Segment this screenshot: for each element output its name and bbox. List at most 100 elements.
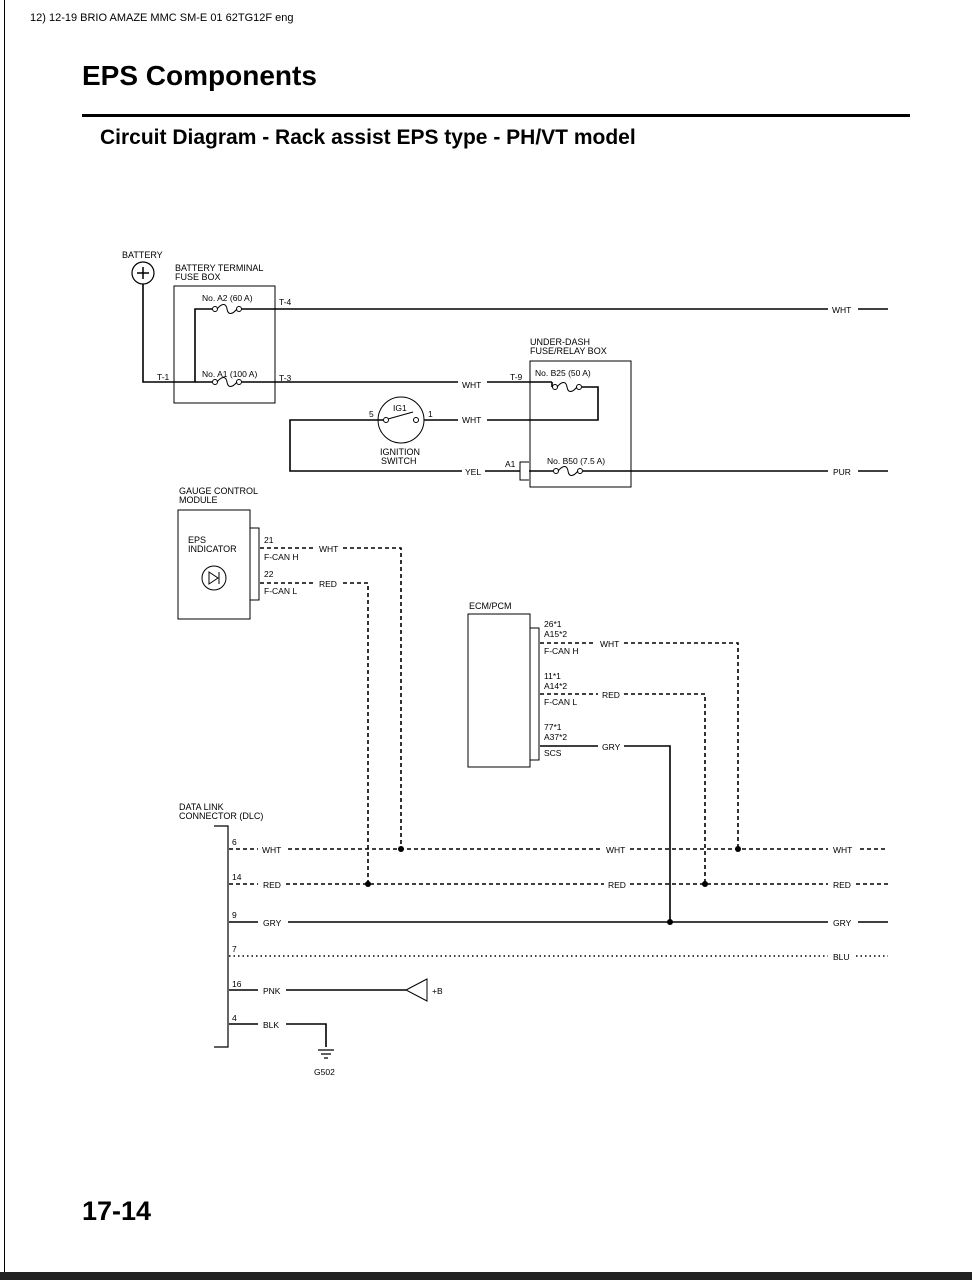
connector-a1 bbox=[519, 461, 529, 481]
fuse-b25-terminal-l bbox=[552, 384, 558, 390]
term-t4: T-4 bbox=[279, 297, 292, 307]
wire-dlc-blk-2 bbox=[286, 1023, 327, 1047]
wire-ig5-loop bbox=[289, 419, 462, 472]
dlc-connector bbox=[214, 825, 229, 1048]
fuse-b25-label: No. B25 (50 A) bbox=[535, 368, 591, 378]
dlc-pin-9: 9 bbox=[232, 910, 237, 920]
wire-label-yel: YEL bbox=[465, 467, 481, 477]
fuse-a1-terminal-l bbox=[212, 379, 218, 385]
fuse-b25-symbol bbox=[556, 382, 578, 392]
fuse-b25-terminal-r bbox=[576, 384, 582, 390]
splice-wht-gauge bbox=[398, 846, 404, 852]
wire-label-bus-red: RED bbox=[608, 880, 626, 890]
ignition-ig1: IG1 bbox=[393, 403, 407, 413]
wire-label-blk: BLK bbox=[263, 1020, 279, 1030]
wire-label-wht-ig1: WHT bbox=[462, 415, 481, 425]
dlc-pin-7: 7 bbox=[232, 944, 237, 954]
wire-label-pur: PUR bbox=[833, 467, 851, 477]
ecm-canl-signal: F-CAN L bbox=[544, 697, 577, 707]
fuse-box-bus bbox=[175, 308, 212, 383]
wire-label-wht-t3: WHT bbox=[462, 380, 481, 390]
dlc-pin-16: 16 bbox=[232, 979, 242, 989]
ecm-scs-pin1: 77*1 bbox=[544, 722, 562, 732]
fuse-b50-terminal-r bbox=[577, 468, 583, 474]
under-dash-box bbox=[529, 360, 632, 488]
wire-battery-to-t1 bbox=[142, 284, 175, 383]
fuse-a2-symbol bbox=[216, 304, 238, 314]
term-t9: T-9 bbox=[510, 372, 523, 382]
gauge-pin22: 22 bbox=[264, 569, 274, 579]
fuse-a2-label: No. A2 (60 A) bbox=[202, 293, 253, 303]
ecm-scs-signal: SCS bbox=[544, 748, 562, 758]
battery-fuse-box bbox=[173, 285, 276, 404]
splice-gry-ecm bbox=[667, 919, 673, 925]
section-subtitle: Circuit Diagram - Rack assist EPS type -… bbox=[100, 126, 636, 149]
ignition-label-1: IGNITION bbox=[380, 447, 420, 457]
dlc-label-1: DATA LINK bbox=[179, 802, 224, 812]
page-number: 17-14 bbox=[82, 1196, 152, 1226]
wire-label-bus-wht-end: WHT bbox=[833, 845, 852, 855]
page-border-left bbox=[4, 0, 5, 1280]
wire-label-pnk: PNK bbox=[263, 986, 281, 996]
wire-label-bus-wht: WHT bbox=[606, 845, 625, 855]
eps-indicator-label-1: EPS bbox=[188, 535, 206, 545]
wire-label-dlc-gry: GRY bbox=[263, 918, 282, 928]
wire-label-wht-top: WHT bbox=[832, 305, 851, 315]
wire-label-dlc-red: RED bbox=[263, 880, 281, 890]
dlc-pin-4: 4 bbox=[232, 1013, 237, 1023]
wire-label-ecm-wht: WHT bbox=[600, 639, 619, 649]
battery-fuse-box-label-2: FUSE BOX bbox=[175, 272, 221, 282]
ecm-canh-signal: F-CAN H bbox=[544, 646, 578, 656]
ecm-label: ECM/PCM bbox=[469, 601, 512, 611]
dlc-pin-14: 14 bbox=[232, 872, 242, 882]
fuse-a2-terminal-l bbox=[212, 306, 218, 312]
ecm-connector bbox=[530, 627, 540, 761]
splice-wht-ecm bbox=[735, 846, 741, 852]
ecm-canh-pin2: A15*2 bbox=[544, 629, 567, 639]
ignition-contact-1 bbox=[413, 417, 419, 423]
fuse-a1-symbol bbox=[216, 377, 238, 387]
wire-label-gauge-red: RED bbox=[319, 579, 337, 589]
gauge-module-box bbox=[177, 509, 251, 620]
battery-label: BATTERY bbox=[122, 250, 163, 260]
wire-label-bus-red-end: RED bbox=[833, 880, 851, 890]
wire-label-ecm-gry: GRY bbox=[602, 742, 621, 752]
title-divider bbox=[82, 114, 910, 117]
wire-label-bus-gry-end: GRY bbox=[833, 918, 852, 928]
ignition-pin1: 1 bbox=[428, 409, 433, 419]
wire-gauge-canl-b bbox=[343, 582, 369, 884]
fuse-b50-label: No. B50 (7.5 A) bbox=[547, 456, 605, 466]
wire-ecm-canh-b bbox=[624, 642, 739, 849]
gauge-module-connector bbox=[250, 527, 260, 601]
ground-symbol bbox=[318, 1049, 334, 1059]
ignition-contact-5 bbox=[383, 417, 389, 423]
ecm-canl-pin1: 11*1 bbox=[544, 671, 561, 681]
document-reference: 12) 12-19 BRIO AMAZE MMC SM-E 01 62TG12F… bbox=[30, 12, 294, 24]
wire-label-dlc-wht: WHT bbox=[262, 845, 281, 855]
ignition-pin5: 5 bbox=[369, 409, 374, 419]
page-border-bottom bbox=[0, 1272, 972, 1280]
wire-label-ecm-red: RED bbox=[602, 690, 620, 700]
gauge-module-label-1: GAUGE CONTROL bbox=[179, 486, 258, 496]
fuse-a1-terminal-r bbox=[236, 379, 242, 385]
ecm-canh-pin1: 26*1 bbox=[544, 619, 562, 629]
term-t1: T-1 bbox=[157, 372, 170, 382]
splice-red-ecm bbox=[702, 881, 708, 887]
eps-indicator-label-2: INDICATOR bbox=[188, 544, 237, 554]
wire-label-blu: BLU bbox=[833, 952, 850, 962]
under-dash-label-1: UNDER-DASH bbox=[530, 337, 590, 347]
battery-fuse-box-label-1: BATTERY TERMINAL bbox=[175, 263, 263, 273]
under-dash-b25-route bbox=[487, 382, 599, 421]
under-dash-label-2: FUSE/RELAY BOX bbox=[530, 346, 607, 356]
fuse-b50-terminal-l bbox=[553, 468, 559, 474]
dlc-pin-6: 6 bbox=[232, 837, 237, 847]
gauge-pin21-signal: F-CAN H bbox=[264, 552, 298, 562]
eps-indicator-diode bbox=[208, 571, 220, 585]
fuse-a1-label: No. A1 (100 A) bbox=[202, 369, 257, 379]
eps-indicator-icon bbox=[201, 565, 227, 591]
ignition-switch-blade bbox=[387, 411, 414, 420]
fuse-a2-terminal-r bbox=[236, 306, 242, 312]
gauge-pin21: 21 bbox=[264, 535, 274, 545]
